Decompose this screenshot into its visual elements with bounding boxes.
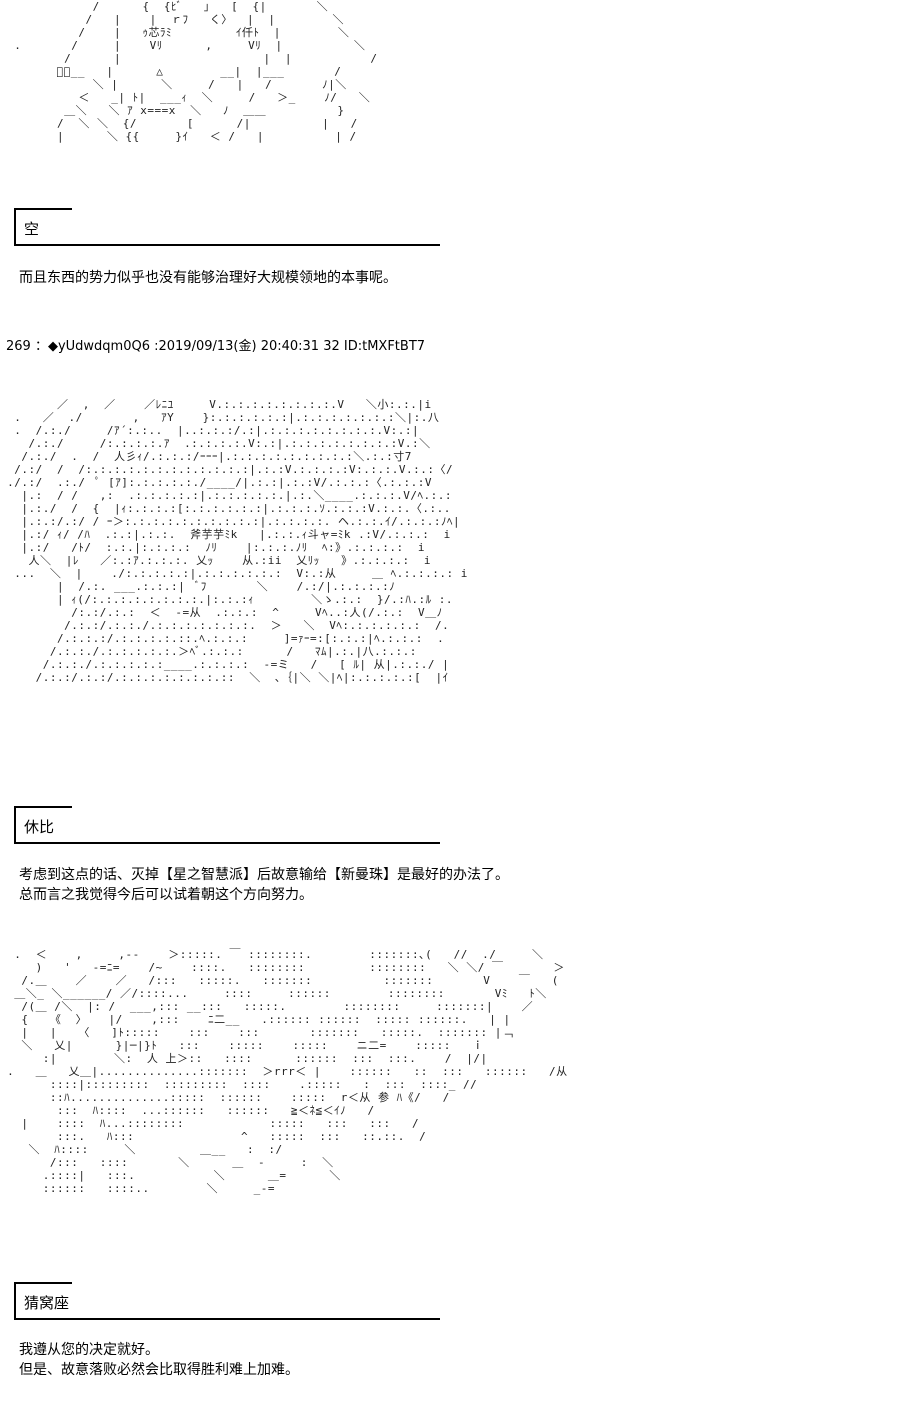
ascii-art-line: / { {ﾋﾞ ｣ [ {| ＼ (0, 0, 386, 13)
dialogue-line: 总而言之我觉得今后可以试着朝这个方向努力。 (19, 887, 313, 903)
ascii-art-line: /:.:/.:.: ＜ ‐=从 .:.:.: ^ Vﾍ..:人(/.:.: V＿… (0, 606, 443, 619)
ascii-art-line: ＼ 乂| }|─|}ﾄ ::: ::::: ::::: ニ二= ::::: ｉ (0, 1039, 484, 1052)
ascii-art-top: / { {ﾋﾞ ｣ [ {| ＼ / | | ｒﾌ く〉 | | ＼ / | ｩ… (0, 0, 911, 143)
ascii-art-line: ﾞ＼__ | △ __| |___ / (0, 65, 363, 78)
ascii-art-line: ::::|::::::::: ::::::::: :::: .::::: : :… (0, 1078, 478, 1091)
ascii-art-line: . ＿ 乂＿|..............::::::: ＞rrr＜ | :::… (0, 1065, 575, 1078)
ascii-art-middle: ／ , ／ ／ﾚﾆﾕ V.:.:.:.:.:.:.:.:.V ＼小:.:.|i … (0, 398, 911, 684)
ascii-art-line: | /.:. ___.:.:.:| ﾞﾌ ＼ /.:/|.:.:.:.:ﾉ (0, 580, 410, 593)
dialogue-line: 我遵从您的决定就好。 (19, 1342, 159, 1358)
ascii-art-line: /.:./ /:.:.:.:.ｱ .:.:.:.:.V:.:|.:.:.:.:.… (0, 437, 445, 450)
ascii-art-line: ＿＼_ ＼______/ ／/::::... :::: :::::: :::::… (0, 987, 547, 1000)
speaker-box: 空 (14, 208, 440, 246)
ascii-art-line: . / | Vﾘ , Vﾘ | ＼ (0, 39, 373, 52)
dialogue-text: 而且东西的势力似乎也没有能够治理好大规模领地的本事呢。 (19, 268, 397, 288)
speaker-name: 猜窝座 (24, 1294, 70, 1312)
ascii-art-line: /.:.:.:/.:.:.:.:.::.ﾍ.:.:.: ]=ｧｰ=:[:.:.:… (0, 632, 445, 645)
dialogue-text: 考虑到这点的话、灭掉【星之智慧派】后故意输给【新曼珠】是最好的办法了。 总而言之… (19, 865, 509, 905)
ascii-art-line: /.:./ . / 人彡ｨ/.:.:.:/ｰｰｰ|.:.:.:.:.:.:.:.… (0, 450, 412, 463)
ascii-art-line: /::: :::: ＼ ＿ - : ＼ (0, 1156, 334, 1169)
ascii-art-line: /.:.:/.:.:/.:.:.:.:.:.:.:.:: ＼ ､｛|＼ ＼|ﾍ|… (0, 671, 449, 684)
ascii-art-line: ／ , ／ ／ﾚﾆﾕ V.:.:.:.:.:.:.:.:.V ＼小:.:.|i (0, 398, 446, 411)
ascii-art-line: /.:.:/.:.:./.:.:.:.:.:.:.:. ＞ ＼ Vﾍ:.:.:.… (0, 619, 457, 632)
ascii-art-line: ＿＼ ＼ ｱ x===x ＼ ﾉ ＿＿ } (0, 104, 359, 117)
post-header: 269 ：◆yUdwdqm0Q6 :2019/09/13(金) 20:40:31… (6, 339, 426, 354)
ascii-art-line: ＼ ﾊ:::: ＼ ＿__ : :/ (0, 1143, 290, 1156)
ascii-art-line: ) ' -=ﾆ= /~ ::::. :::::::: :::::::: ＼ ＼/… (0, 961, 565, 974)
ascii-art-line: / | | | / (0, 52, 378, 65)
ascii-art-line: /.＿ ／ ／ /::: :::::. ::::::: ::::::: V ￣ … (0, 974, 559, 987)
ascii-art-line: | | 〈 ]ﾄ::::: ::: ::: ::::::: :::::. :::… (0, 1026, 514, 1039)
ascii-art-line: ＜ _| ﾄ| ___ｨ ＼ / ＞_ ﾉ/ ＼ (0, 91, 371, 104)
ascii-art-line: . /.:./ /ｱ´:.:.. |..:.:.:/.:|.:.:.:.:.:.… (0, 424, 441, 437)
ascii-art-line: / | | ｒﾌ く〉 | | ＼ (0, 13, 380, 26)
ascii-art-line: |.:/ /ﾄ/ :.:.|:.:.:.: ﾉﾘ |:.:.:.ﾉﾘ ﾍ:》.:… (0, 541, 425, 554)
ascii-art-line: / | ｩ芯ﾗﾐ ｲ仟ﾄ | ＼ (0, 26, 364, 39)
ascii-art-line: /.:.:./.:.:.:.:.:.＞ﾍﾞ.:.:.: / ﾏﾑ|.:.|八.:… (0, 645, 432, 658)
ascii-art-line: { 《 〉 |/ ,::: ﾆ二__ .:::::: :::::: ::::: … (0, 1013, 511, 1026)
ascii-art-line: |.: / / ,: .:.:.:.:.:|.:.:.:.:.:.|.:.＼__… (0, 489, 460, 502)
ascii-art-line: /.:/ / /:.:.:.:.:.:.:.:.:.:.:.:|.:.:V.:.… (0, 463, 454, 476)
ascii-art-line: ... ＼ | ./:.:.:.:.:|.:.:.:.:.:.: V:.:从 ＿… (0, 567, 468, 580)
ascii-art-line: | ｨ(/:.:.:.:.:.:.:.:.|:.:.:ｨ ＼ゝ.:.: }/.:… (0, 593, 461, 606)
ascii-art-line: | :::: ﾊ...:::::::: ::::: ::: ::: / (0, 1117, 420, 1130)
speaker-box: 猜窝座 (14, 1282, 440, 1320)
dialogue-line: 而且东西的势力似乎也没有能够治理好大规模领地的本事呢。 (19, 270, 397, 286)
dialogue-line: 考虑到这点的话、灭掉【星之智慧派】后故意输给【新曼珠】是最好的办法了。 (19, 867, 509, 883)
ascii-art-line: /.:.:./.:.:.:.:.:____.:.:.:.: -=ミ / [ ﾙ|… (0, 658, 450, 671)
ascii-art-line: 人＼ |ﾚ ／:.:ｱ.:.:.:. 乂ｯ 从.:ii 乂ﾘｯ 》.:.:.:.… (0, 554, 432, 567)
ascii-art-line: /(＿ /＼ |: / ___,::: __::: :::::. :::::::… (0, 1000, 541, 1013)
speaker-name: 休比 (24, 818, 55, 836)
ascii-art-line: :::. ﾊ::: ^ ::::: ::: ::.::. / (0, 1130, 427, 1143)
dialogue-line: 但是、故意落败必然会比取得胜利难上加难。 (19, 1362, 299, 1378)
ascii-art-line: . ＜ , ,-- ＞:::::. ￣ ::::::::. :::::::､( … (0, 948, 544, 961)
ascii-art-line: / ＼ ＼ {/ [ /| | / (0, 117, 365, 130)
ascii-art-line: :| ＼: 人 上＞:: :::: :::::: ::: :::. / |/| (0, 1052, 488, 1065)
ascii-art-line: |.:.:/.:/ / ｰ＞:.:.:.:.:.:.:.:.:.:|.:.:.:… (0, 515, 461, 528)
ascii-art-line: |.:/ ｨ/ /ﾊ .:.:|.:.:. 斧芋芋ﾐk |.:.:.ｨ斗ャ=ﾐk… (0, 528, 451, 541)
ascii-art-line: . ／ ./ , ｱY }:.:.:.:.:.:|.:.:.:.:.:.:.:＼… (0, 411, 454, 424)
dialogue-text: 我遵从您的决定就好。 但是、故意落败必然会比取得胜利难上加难。 (19, 1340, 299, 1380)
ascii-art-line: :::::: ::::.. ＼ _-= (0, 1182, 304, 1195)
ascii-art-line: ::ﾊ..............::::: :::::: ::::: r＜从 … (0, 1091, 450, 1104)
ascii-art-line: ::: ﾊ:::: ...:::::: :::::: ≧＜ﾈ≦＜ｲﾉ / (0, 1104, 375, 1117)
ascii-art-line: |.:./ / { |ｨ:.:.:.:[:.:.:.:.:.:|.:.:.:.ｿ… (0, 502, 451, 515)
ascii-art-line: .::::| :::. ＼ ＿= ＼ (0, 1169, 341, 1182)
ascii-art-line: ./.:/ .:./ ﾟ [ｱ]:.:.:.:.:./____/|.:.:|.:… (0, 476, 447, 489)
ascii-art-bottom: . ＜ , ,-- ＞:::::. ￣ ::::::::. :::::::､( … (0, 948, 911, 1195)
ascii-art-line: | ＼ {{ }ｲ ＜ / | | / (0, 130, 371, 143)
speaker-box: 休比 (14, 806, 440, 844)
speaker-name: 空 (24, 220, 40, 238)
ascii-art-line: ＼ | ＼ / | / ﾉ|＼ (0, 78, 362, 91)
